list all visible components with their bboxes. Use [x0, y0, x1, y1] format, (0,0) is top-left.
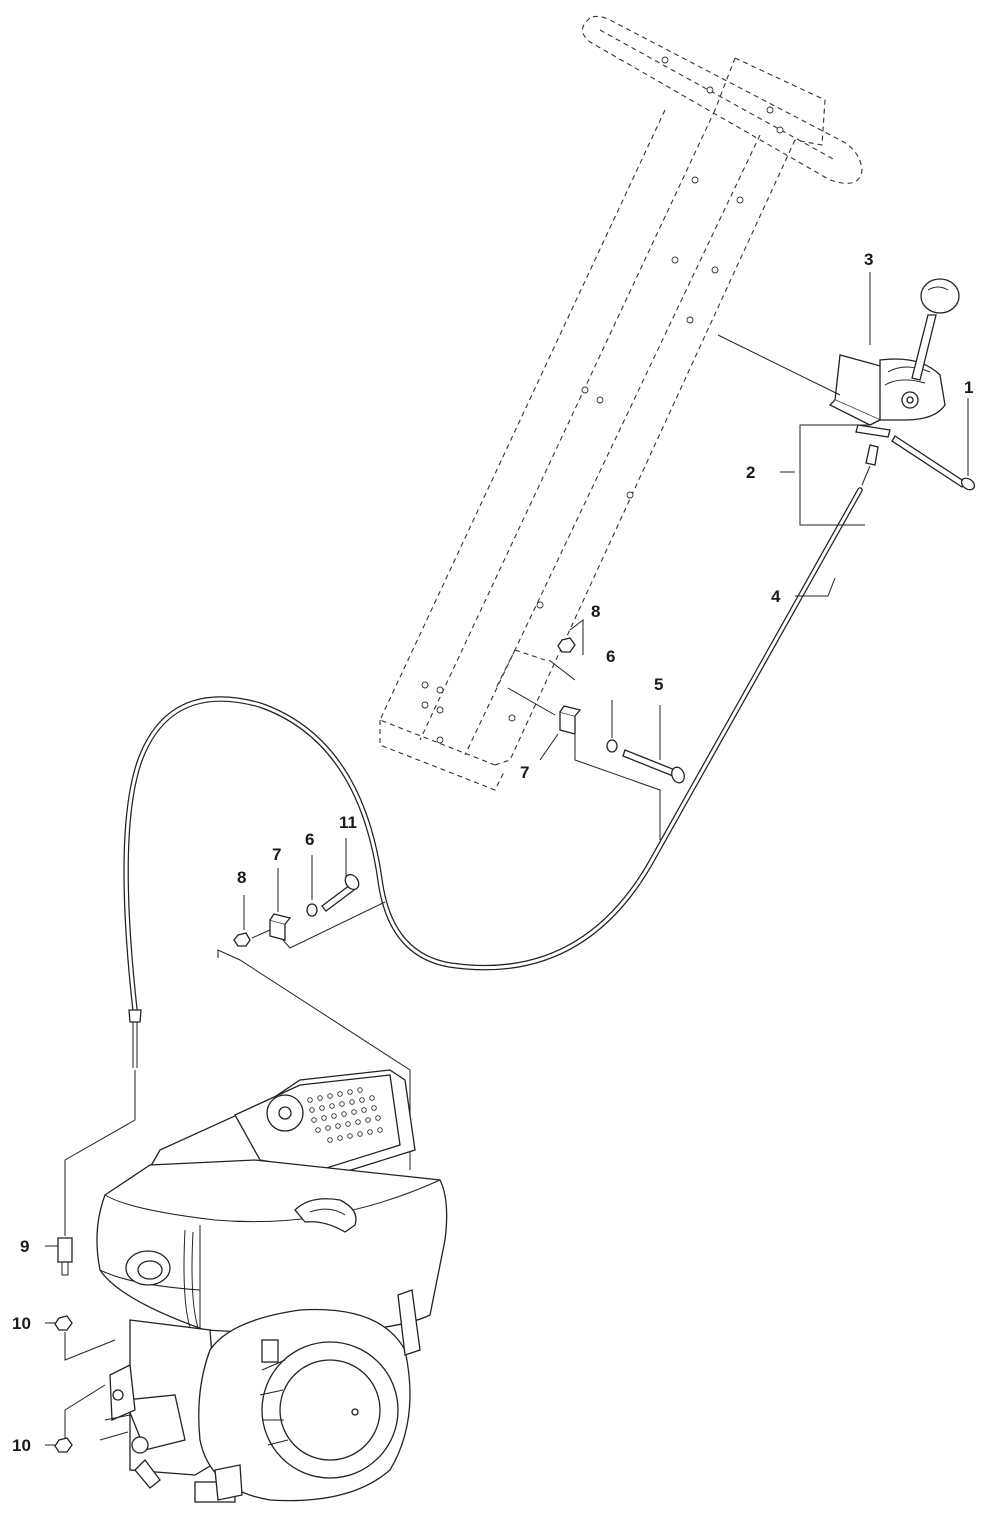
callout-5: 5 [654, 675, 663, 694]
callout-7-lower: 7 [272, 845, 281, 864]
handle-frame-outline [379, 15, 863, 791]
screw-part-1 [891, 398, 976, 491]
upper-clamp-group [507, 618, 685, 840]
callout-4: 4 [771, 587, 781, 606]
callout-6-upper: 6 [606, 647, 615, 666]
throttle-cable [123, 465, 871, 1068]
callout-8-lower: 8 [237, 868, 246, 887]
callout-8-upper: 8 [591, 602, 600, 621]
callout-11: 11 [339, 813, 357, 832]
callout-10-lower: 10 [12, 1436, 31, 1455]
callout-1: 1 [964, 378, 973, 397]
air-filter-grille [307, 1087, 383, 1143]
bracket-part-2 [780, 424, 870, 526]
assembly-line-lever [717, 334, 841, 396]
callout-7-upper: 7 [520, 763, 529, 782]
engine [96, 1069, 448, 1503]
callout-2: 2 [746, 463, 755, 482]
callout-labels: 1 2 3 4 5 6 7 8 6 7 8 11 9 10 10 [12, 250, 973, 1455]
throttle-lever-assembly [828, 278, 960, 466]
engine-side-fittings [45, 1070, 136, 1453]
callout-9: 9 [20, 1237, 29, 1256]
callout-3: 3 [864, 250, 873, 269]
callout-10-upper: 10 [12, 1314, 31, 1333]
lower-clamp-group [217, 838, 411, 1170]
callout-6-lower: 6 [305, 830, 314, 849]
leader-part-4 [795, 577, 836, 597]
